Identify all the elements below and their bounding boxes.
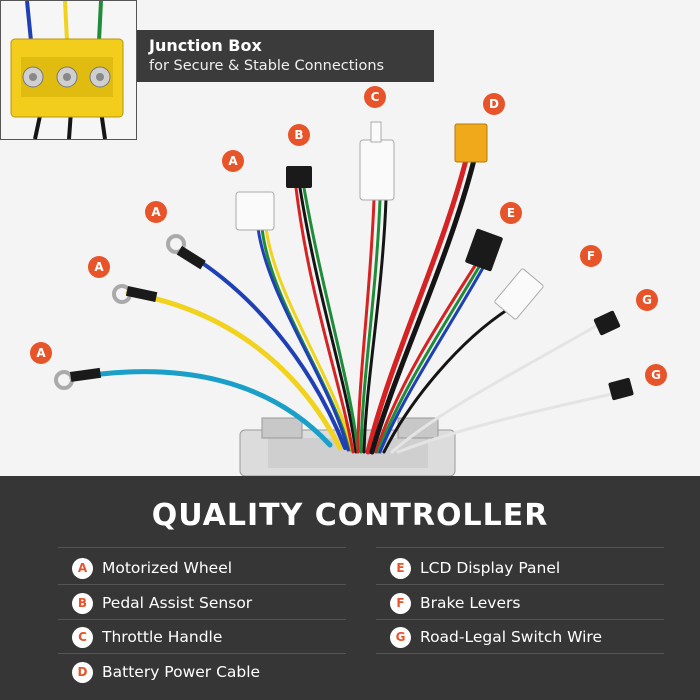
- divider: [376, 653, 664, 654]
- divider: [376, 584, 664, 585]
- label-badge-g-1: G: [636, 289, 658, 311]
- legend-label: Motorized Wheel: [102, 559, 233, 577]
- label-badge-a-2: A: [88, 256, 110, 278]
- wiring-harness-illustration: [54, 121, 634, 476]
- label-badge-e: E: [500, 202, 522, 224]
- ring-terminal-icons: [54, 234, 206, 390]
- legend-label: Brake Levers: [420, 594, 521, 612]
- legend-badge: F: [390, 592, 411, 614]
- legend-badge: C: [72, 626, 93, 648]
- legend-item-c: C Throttle Handle: [72, 625, 222, 649]
- label-badge-c: C: [364, 86, 386, 108]
- legend-item-b: B Pedal Assist Sensor: [72, 591, 252, 615]
- junction-box-inset: [0, 0, 137, 140]
- label-badge-f: F: [580, 245, 602, 267]
- product-illustration: A A A A B C D E F G G Junction Box for S…: [0, 0, 667, 476]
- legend-item-e: E LCD Display Panel: [390, 556, 560, 580]
- legend-item-d: D Battery Power Cable: [72, 660, 260, 684]
- label-badge-b: B: [288, 124, 310, 146]
- legend-badge: B: [72, 592, 93, 614]
- label-badge-d: D: [483, 93, 505, 115]
- label-badge-a-1: A: [30, 342, 52, 364]
- legend-badge: A: [72, 557, 93, 579]
- legend-badge: D: [72, 661, 93, 683]
- legend-panel: QUALITY CONTROLLER A Motorized Wheel B P…: [0, 476, 700, 700]
- label-badge-a-3: A: [145, 201, 167, 223]
- legend-badge: G: [390, 626, 411, 648]
- label-badge-g-2: G: [645, 364, 667, 386]
- divider: [376, 619, 664, 620]
- legend-badge: E: [390, 557, 411, 579]
- junction-box-icon: [1, 0, 136, 140]
- connector-icons: [235, 121, 634, 401]
- divider: [376, 547, 664, 548]
- divider: [58, 547, 346, 548]
- legend-label: Pedal Assist Sensor: [102, 594, 253, 612]
- panel-title: QUALITY CONTROLLER: [151, 498, 549, 533]
- legend-label: Battery Power Cable: [102, 663, 261, 681]
- legend-label: Road-Legal Switch Wire: [420, 628, 602, 646]
- legend-item-g: G Road-Legal Switch Wire: [390, 625, 602, 649]
- legend-item-f: F Brake Levers: [390, 591, 520, 615]
- legend-label: Throttle Handle: [102, 628, 223, 646]
- controller-housing: [239, 417, 456, 476]
- legend-item-a: A Motorized Wheel: [72, 556, 232, 580]
- divider: [58, 584, 346, 585]
- junction-box-caption: Junction Box for Secure & Stable Connect…: [137, 30, 434, 82]
- junction-box-subtitle: for Secure & Stable Connections: [149, 58, 385, 74]
- legend-label: LCD Display Panel: [420, 559, 561, 577]
- divider: [58, 653, 346, 654]
- label-badge-a-4: A: [222, 150, 244, 172]
- junction-box-title: Junction Box: [149, 36, 262, 55]
- divider: [58, 619, 346, 620]
